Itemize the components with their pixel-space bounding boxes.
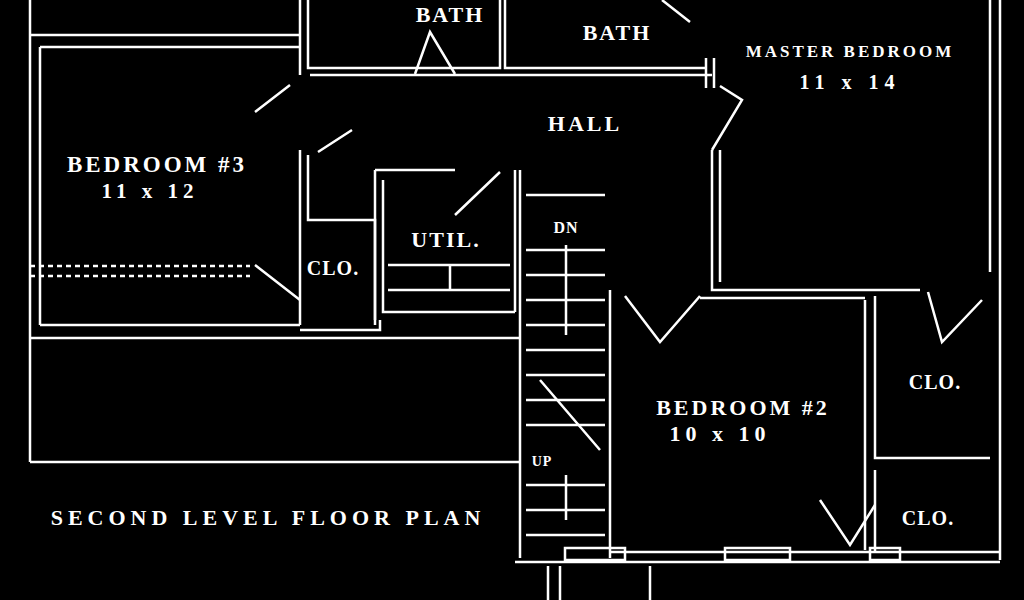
room-label: DN: [550, 219, 581, 237]
shelf: [388, 265, 510, 290]
plan-title: SECOND LEVEL FLOOR PLAN: [48, 506, 489, 530]
outer-wall: [30, 0, 300, 335]
room-label: BATH: [413, 3, 488, 27]
room-label: CLO.: [906, 371, 964, 393]
room-label: 11 x 14: [797, 71, 904, 93]
interior-wall: [700, 150, 920, 298]
utility-wall: [375, 170, 515, 320]
room-label: HALL: [545, 112, 625, 136]
stair-tread: [526, 195, 605, 535]
room-label: MASTER BEDROOM: [743, 43, 958, 62]
room-label: BATH: [580, 21, 655, 45]
room-label: UTIL.: [408, 228, 483, 252]
room-label: UP: [529, 454, 556, 469]
stair-wall: [520, 170, 610, 558]
stair-arrow: [540, 245, 600, 520]
window-line: [30, 266, 250, 276]
room-label: 11 x 12: [99, 180, 202, 203]
bath-wall: [300, 0, 712, 75]
bedroom-wall: [515, 296, 1000, 562]
closet-wall: [40, 150, 380, 330]
door-jamb: [706, 58, 714, 88]
room-label: BEDROOM #2: [653, 396, 833, 420]
room-label: BEDROOM #3: [64, 152, 250, 177]
door-swing: [255, 0, 982, 545]
room-label: CLO.: [304, 257, 362, 279]
window: [565, 548, 900, 560]
room-label: 10 x 10: [667, 422, 774, 446]
leader-line: [548, 566, 650, 600]
room-label: CLO.: [899, 507, 957, 529]
roof-line: [30, 335, 520, 462]
outer-wall: [990, 0, 1000, 560]
